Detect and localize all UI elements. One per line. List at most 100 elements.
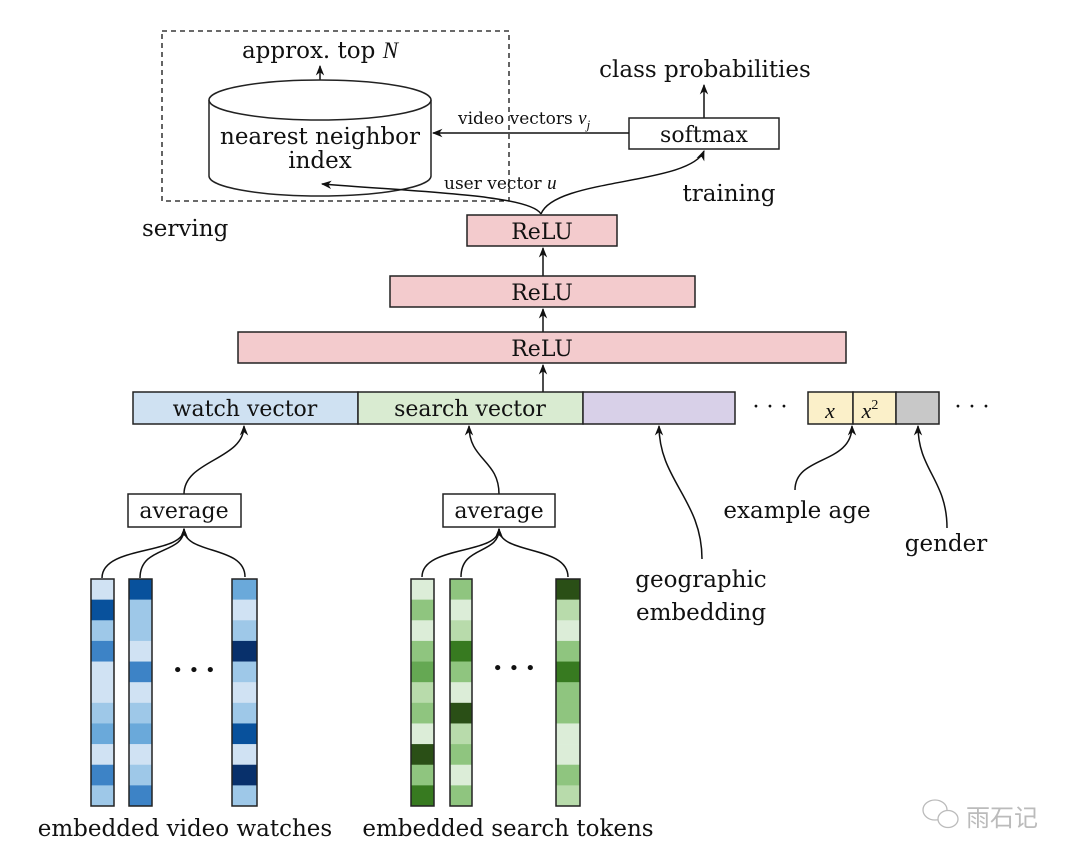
watch-embedding-cell <box>129 723 152 744</box>
search-embedding-cell <box>411 579 434 600</box>
search-embedding-cell <box>556 641 580 662</box>
relu-layer-3-label: ReLU <box>511 220 573 245</box>
watch-embedding-cell <box>232 744 257 765</box>
training-label: training <box>682 181 775 207</box>
watch-col1-to-avg <box>102 529 184 578</box>
search-average-label: average <box>454 499 543 524</box>
wechat-icon <box>923 800 958 828</box>
gender-to-vector-arrow <box>918 426 947 528</box>
watch-embedding-cell <box>91 723 114 744</box>
search-embedding-cell <box>450 641 472 662</box>
search-embedding-cell <box>450 579 472 600</box>
watch-embedding-cell <box>232 662 257 683</box>
softmax-label: softmax <box>660 123 748 148</box>
search-embedding-cell <box>411 641 434 662</box>
watch-embedding-cell <box>91 662 114 683</box>
geo-to-vector-arrow <box>659 426 702 559</box>
relu-layer-2-label: ReLU <box>511 281 573 306</box>
watch-embedding-cell <box>232 600 257 621</box>
search-embedding-cell <box>556 682 580 703</box>
watch-embedding-cell <box>232 579 257 600</box>
watch-embedding-cell <box>129 682 152 703</box>
watch-embedding-cell <box>91 641 114 662</box>
video-vectors-label: video vectors vj <box>457 108 591 132</box>
watch-embedding-cell <box>129 662 152 683</box>
watch-embedding-cell <box>232 641 257 662</box>
search-embedding-cell <box>450 703 472 724</box>
geo-label-line2: embedding <box>636 600 766 626</box>
watch-embedding-cell <box>129 579 152 600</box>
class-probabilities-label: class probabilities <box>599 57 811 83</box>
watch-embedding-cell <box>232 785 257 806</box>
search-embedding-cell <box>450 744 472 765</box>
watch-embedding-cell <box>129 785 152 806</box>
watch-embedding-cell <box>232 620 257 641</box>
watch-embedding-cell <box>91 703 114 724</box>
search-embedding-cell <box>556 765 580 786</box>
age-to-vector-arrow <box>795 426 852 490</box>
search-embedding-cell <box>556 785 580 806</box>
watch-embedding-cell <box>129 620 152 641</box>
serving-label: serving <box>142 216 229 242</box>
relu-layer-1-label: ReLU <box>511 337 573 362</box>
watch-embedding-cell <box>91 600 114 621</box>
search-embedding-cell <box>411 703 434 724</box>
search-col3-to-avg <box>499 529 568 577</box>
watch-col3-to-avg <box>184 529 245 577</box>
watch-avg-to-vector-arrow <box>184 426 244 494</box>
watch-embedding-cell <box>232 765 257 786</box>
search-col1-to-avg <box>422 529 499 577</box>
watch-embedding-cell <box>232 682 257 703</box>
age-x-label: x <box>824 398 835 423</box>
search-embedding-cell <box>450 723 472 744</box>
search-embedding-cell <box>411 682 434 703</box>
index-label-line1: nearest neighbor <box>220 124 420 150</box>
search-embedding-cell <box>411 600 434 621</box>
search-embedding-cell <box>450 600 472 621</box>
geo-embedding-segment <box>583 392 735 424</box>
watch-embedding-cell <box>129 703 152 724</box>
input-ellipsis: · · · <box>753 395 788 420</box>
embedding-columns <box>91 579 580 806</box>
gender-segment <box>896 392 939 424</box>
watch-embedding-cell <box>91 765 114 786</box>
watch-col2-to-avg <box>140 529 184 578</box>
search-columns-ellipsis: • • • <box>492 658 535 679</box>
search-embedding-cell <box>556 579 580 600</box>
example-age-label: example age <box>723 498 870 524</box>
search-embedding-cell <box>556 744 580 765</box>
search-embedding-cell <box>556 620 580 641</box>
watch-embedding-cell <box>129 600 152 621</box>
search-embedding-cell <box>411 785 434 806</box>
watch-embedding-column-3 <box>232 579 257 806</box>
search-embedding-cell <box>556 723 580 744</box>
search-embedding-cell <box>450 620 472 641</box>
search-embedding-cell <box>556 662 580 683</box>
watermark-text: 雨石记 <box>966 804 1038 832</box>
watch-embedding-cell <box>232 703 257 724</box>
watch-embedding-cell <box>91 579 114 600</box>
watch-embedding-cell <box>129 765 152 786</box>
watch-embedding-cell <box>129 641 152 662</box>
watch-embedding-column-2 <box>129 579 152 806</box>
search-embedding-cell <box>450 662 472 683</box>
approx-top-n-label: approx. top N <box>242 38 400 64</box>
watch-embedding-cell <box>129 744 152 765</box>
watch-vector-label: watch vector <box>173 397 318 422</box>
watch-embedding-cell <box>91 744 114 765</box>
nearest-neighbor-index: nearest neighbor index <box>209 80 431 196</box>
user-vector-label: user vector u <box>444 173 557 194</box>
watch-embedding-cell <box>91 785 114 806</box>
watch-average-label: average <box>139 499 228 524</box>
embedded-search-tokens-caption: embedded search tokens <box>362 816 653 842</box>
search-embedding-cell <box>450 785 472 806</box>
watermark: 雨石记 <box>923 800 1038 832</box>
search-embedding-cell <box>450 765 472 786</box>
watch-embedding-cell <box>91 682 114 703</box>
watch-embedding-cell <box>232 723 257 744</box>
search-embedding-column-2 <box>450 579 472 806</box>
trailing-ellipsis: · · · <box>955 395 990 420</box>
search-embedding-cell <box>411 744 434 765</box>
search-embedding-cell <box>556 600 580 621</box>
